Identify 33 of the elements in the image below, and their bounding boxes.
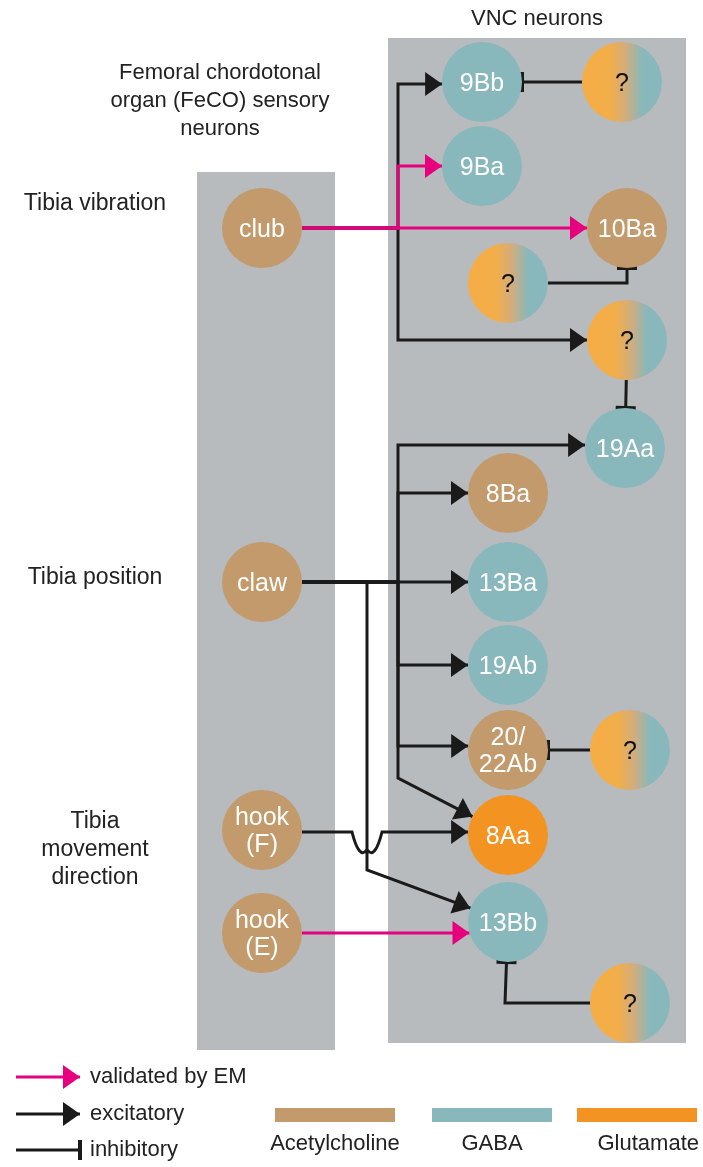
neuron-circle: club — [222, 188, 302, 268]
neuron-circle: 10Ba — [587, 188, 667, 268]
neuron-circle: hook (E) — [222, 893, 302, 973]
neuron-circle: 13Ba — [468, 542, 548, 622]
neuron-circle: 13Bb — [468, 882, 548, 962]
row-label: Tibia movement direction — [40, 806, 150, 890]
panel-heading: Femoral chordotonal organ (FeCO) sensory neurons — [109, 58, 331, 142]
legend-label: validated by EM — [90, 1063, 247, 1089]
row-label: Tibia position — [26, 562, 164, 590]
neuron-circle: ? — [590, 963, 670, 1043]
neuron-circle: ? — [582, 42, 662, 122]
connector-arrow — [301, 820, 469, 854]
connector-arrow — [302, 216, 587, 240]
neuron-circle: claw — [222, 542, 302, 622]
legend-label: Glutamate — [597, 1130, 699, 1156]
neuron-circle: 20/ 22Ab — [468, 710, 548, 790]
connector-arrow — [302, 921, 470, 945]
neuron-circle: 19Aa — [585, 408, 665, 488]
neuron-circle: 9Ba — [442, 126, 522, 206]
neuron-circle: hook (F) — [222, 790, 302, 870]
neuron-circle: 8Aa — [468, 795, 548, 875]
neuron-circle: 8Ba — [468, 453, 548, 533]
neuron-circle: 9Bb — [442, 42, 522, 122]
panel-heading: VNC neurons — [469, 4, 605, 32]
row-label: Tibia vibration — [22, 188, 168, 216]
legend-label: Acetylcholine — [270, 1130, 400, 1156]
neuron-circle: ? — [468, 243, 548, 323]
legend-label: GABA — [461, 1130, 523, 1156]
legend-label: excitatory — [90, 1100, 185, 1126]
neuron-circle: ? — [590, 710, 670, 790]
neuron-circle: 19Ab — [468, 625, 548, 705]
legend-label: inhibitory — [90, 1136, 179, 1162]
neuron-circle: ? — [587, 300, 667, 380]
